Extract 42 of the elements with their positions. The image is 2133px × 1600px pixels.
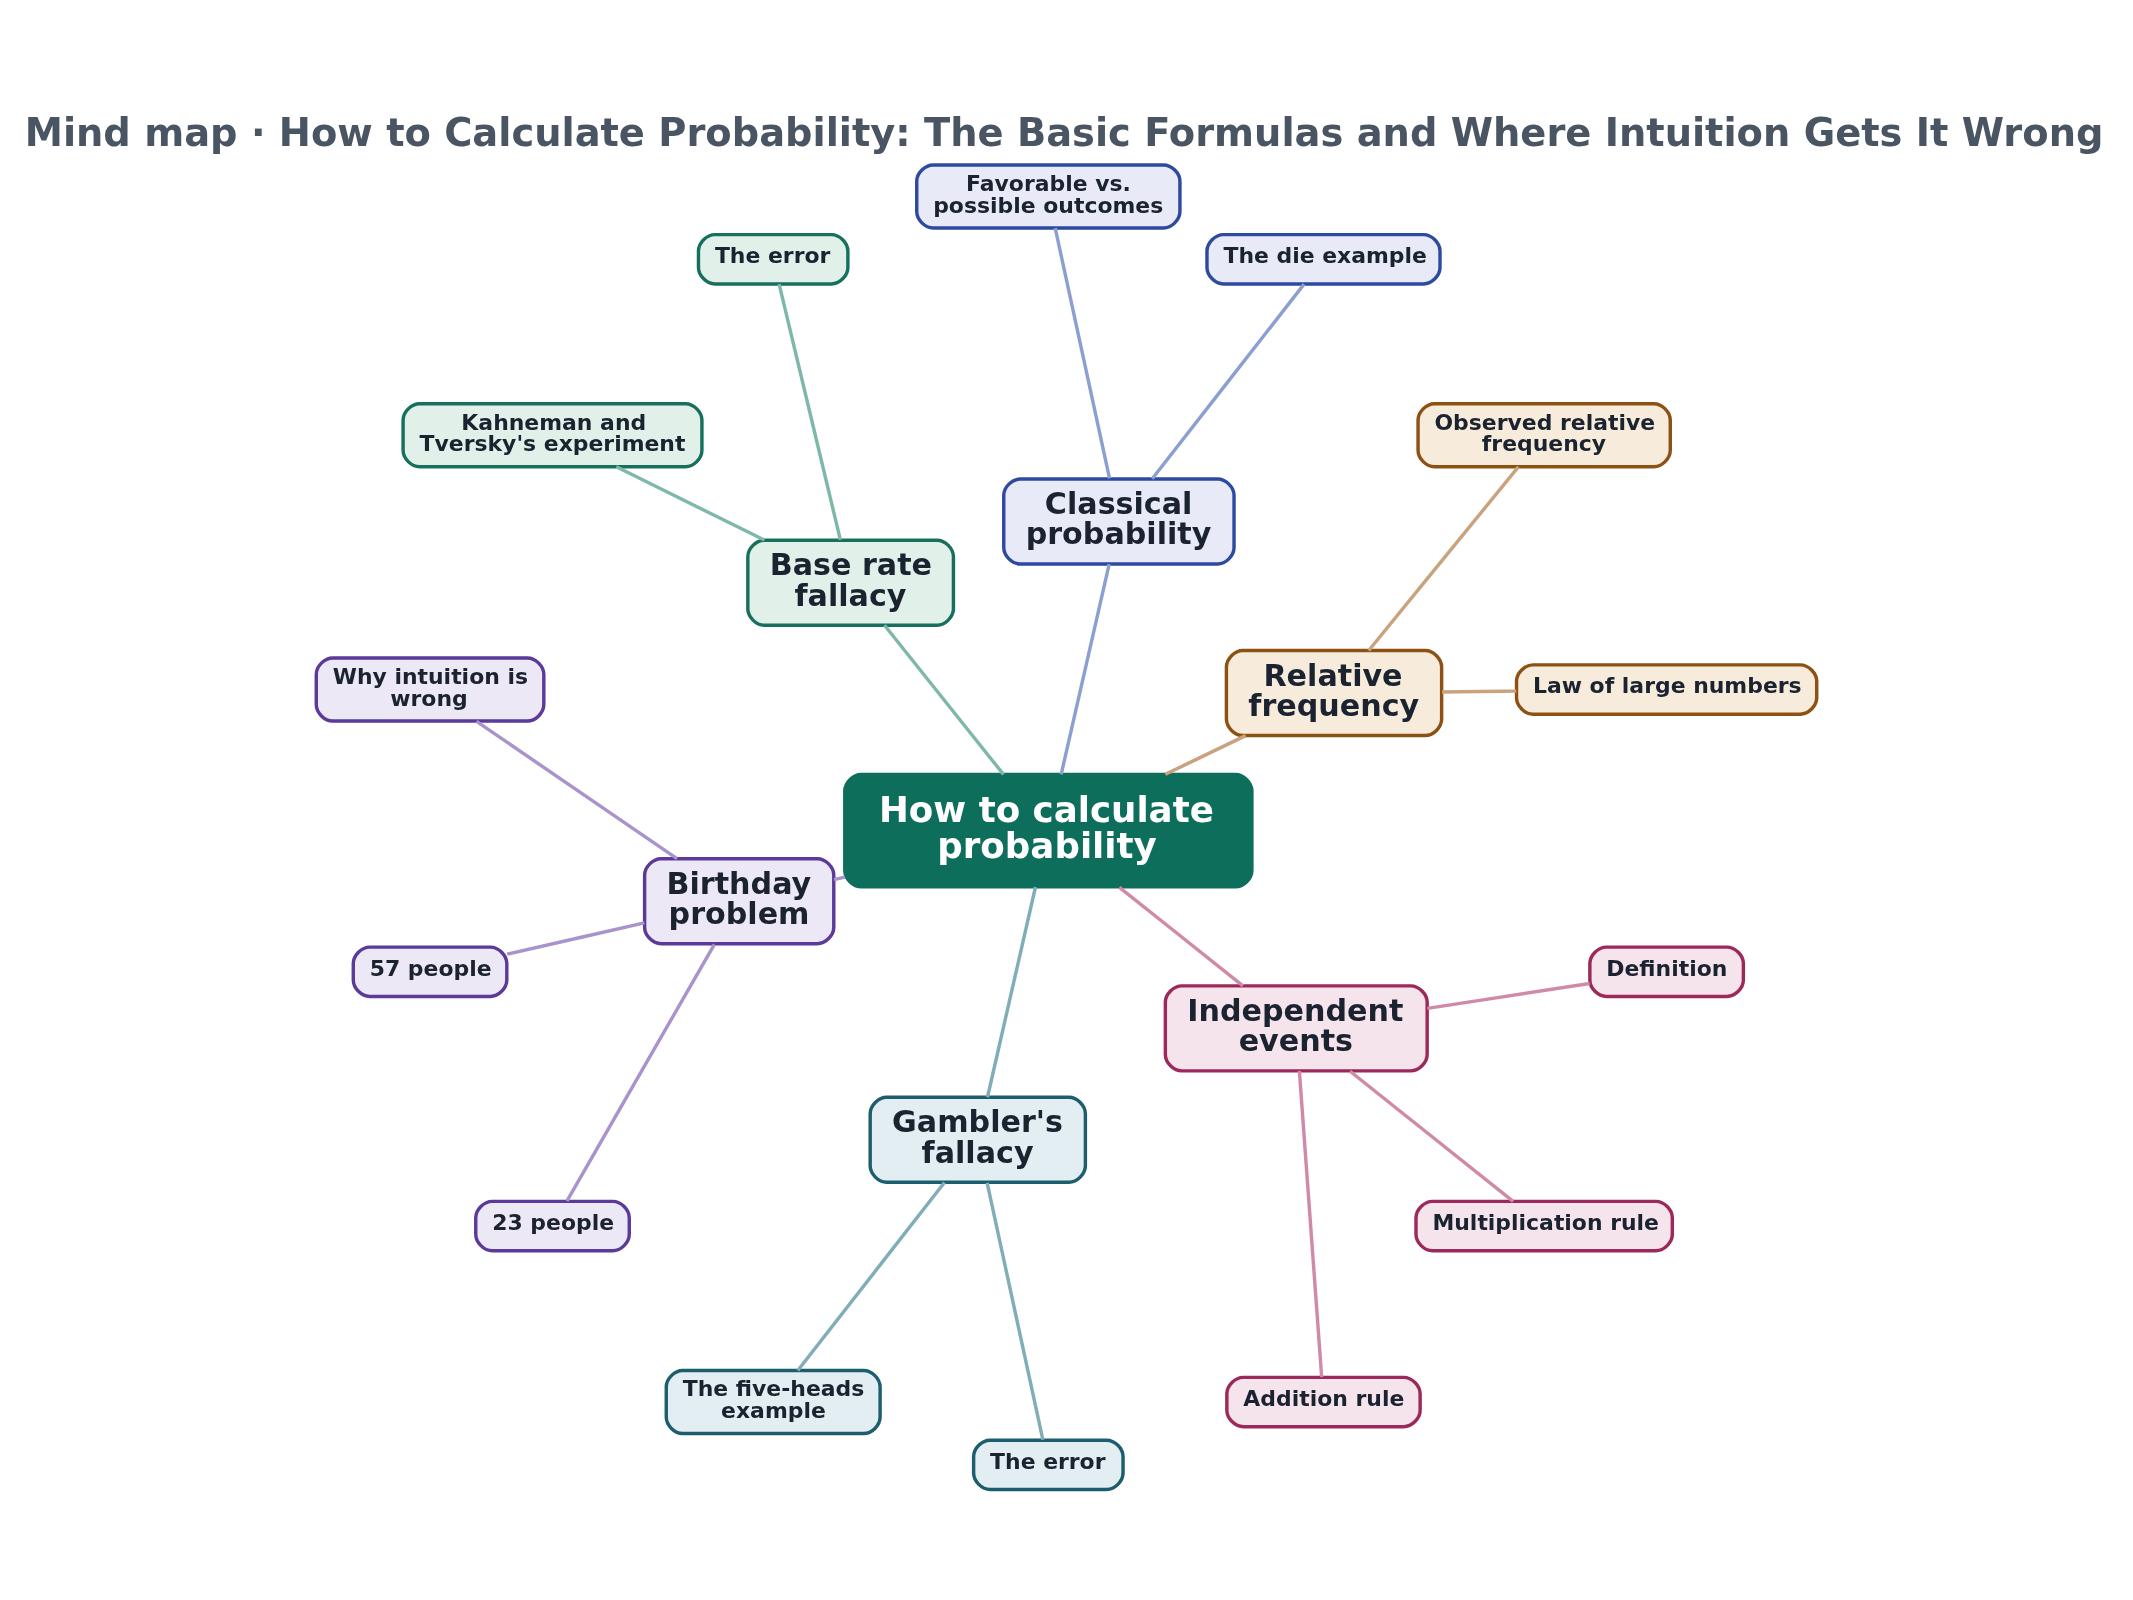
node-box: How to calculate probability — [843, 772, 1254, 889]
connector — [796, 1180, 946, 1371]
connector — [1059, 563, 1111, 775]
node-box: Classical probability — [1002, 476, 1236, 566]
node-box: Multiplication rule — [1414, 1199, 1675, 1252]
node-box: 23 people — [474, 1199, 631, 1252]
node-box: Addition rule — [1225, 1375, 1422, 1428]
node-box: Law of large numbers — [1514, 662, 1819, 716]
connector — [1150, 282, 1306, 480]
node-box: Kahneman and Tversky's experiment — [401, 401, 704, 468]
connector — [883, 623, 1005, 775]
node-box: The five-heads example — [664, 1368, 882, 1435]
connector — [985, 1182, 1045, 1440]
node-box: Independent events — [1163, 983, 1429, 1073]
connector — [1367, 465, 1520, 652]
connector — [1297, 1070, 1324, 1377]
node-box: Favorable vs. possible outcomes — [915, 162, 1182, 230]
node-box: Why intuition is wrong — [314, 655, 546, 723]
node-box: 57 people — [351, 944, 509, 998]
connector — [475, 719, 678, 860]
node-box: Base rate fallacy — [746, 538, 956, 627]
connector — [1118, 885, 1244, 987]
node-box: The error — [971, 1437, 1125, 1491]
connector — [565, 943, 716, 1202]
node-box: Definition — [1588, 944, 1746, 998]
connector — [1427, 981, 1590, 1010]
node-box: Observed relative frequency — [1416, 401, 1672, 468]
node-box: The error — [696, 232, 850, 286]
connector — [615, 464, 766, 542]
connector — [985, 886, 1038, 1098]
connector — [1164, 733, 1247, 776]
connector — [833, 874, 846, 881]
node-box: Gambler's fallacy — [868, 1095, 1088, 1184]
connector — [777, 283, 842, 540]
node-box: Relative frequency — [1224, 648, 1444, 737]
node-box: Birthday problem — [642, 856, 836, 945]
connector — [506, 920, 645, 956]
connector — [1349, 1069, 1515, 1203]
connector — [1053, 227, 1112, 479]
node-box: The die example — [1205, 232, 1442, 286]
connector — [1442, 688, 1517, 694]
diagram-title: Mind map · How to Calculate Probability: The Basic Formulas and Where Intuition Gets It Wrong — [24, 109, 2104, 155]
